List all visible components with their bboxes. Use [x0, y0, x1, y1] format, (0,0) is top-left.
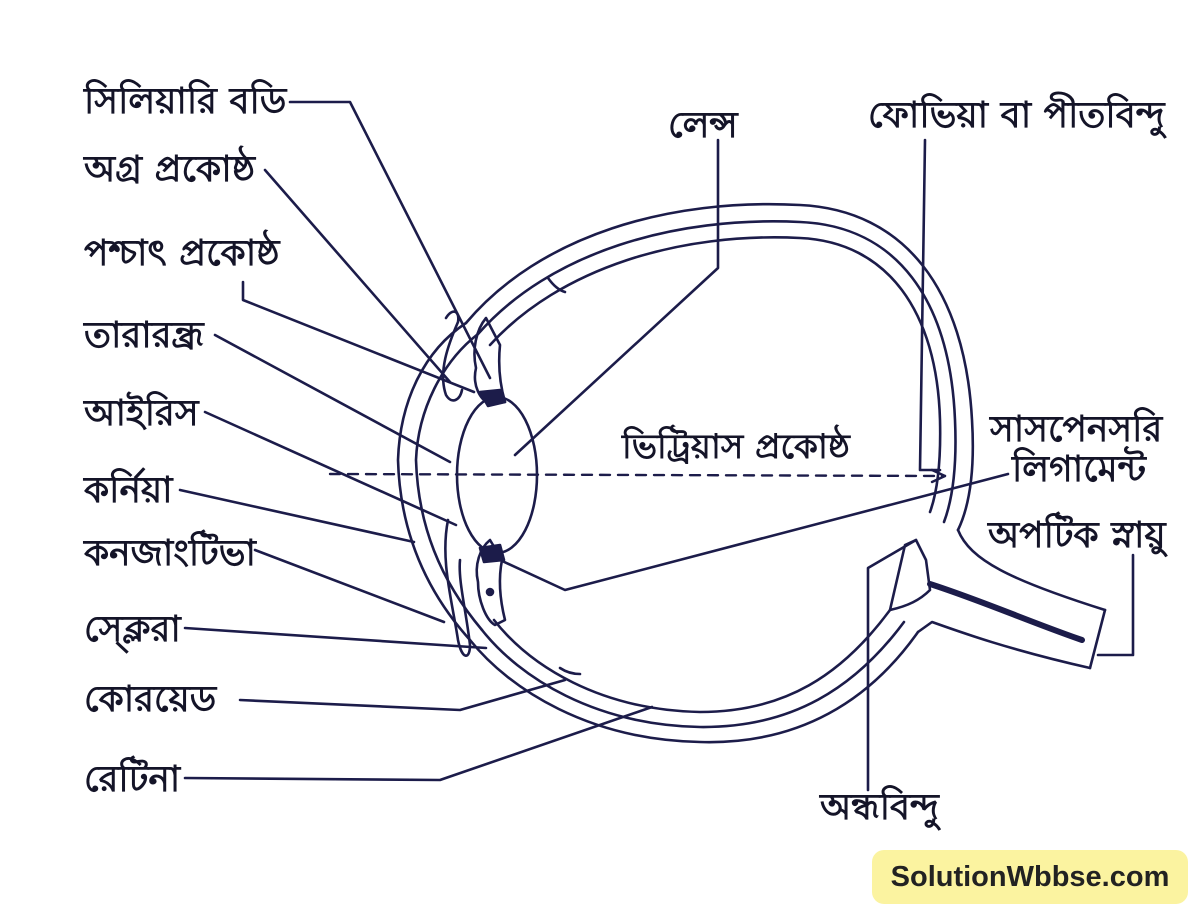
leader-anterior-chamber	[263, 168, 452, 384]
label-lens: লেন্স	[668, 105, 738, 146]
leader-pupil	[213, 333, 452, 464]
optic-nerve-lower	[916, 620, 1092, 670]
label-anterior-chamber: অগ্র প্রকোষ্ঠ	[84, 149, 256, 190]
leader-ciliary-body	[288, 100, 492, 380]
leader-conjunctiva	[253, 548, 446, 624]
optic-nerve-sheath	[888, 538, 932, 612]
label-vitreous-chamber: ভিট্রিয়াস প্রকোষ্ঠ	[622, 427, 850, 467]
sclera-layer	[464, 202, 975, 744]
leader-choroid	[238, 678, 567, 712]
label-blind-spot: অন্ধবিন্দু	[820, 787, 939, 828]
leader-blind-spot	[866, 538, 918, 792]
label-ciliary-body: সিলিয়ারি বডি	[84, 81, 287, 122]
label-pupil: তারারন্ধ্র	[84, 315, 204, 356]
visual-axis	[328, 472, 947, 478]
choroid-end-bottom	[558, 666, 582, 676]
iris-lower	[475, 538, 507, 627]
iris-upper	[473, 316, 507, 406]
label-choroid: কোরয়েড	[84, 679, 217, 720]
ciliary-dot	[485, 587, 495, 597]
label-cornea: কর্নিয়া	[84, 470, 173, 511]
label-optic-nerve: অপটিক স্নায়ু	[988, 515, 1166, 556]
leader-sclera	[183, 626, 488, 650]
leader-fovea	[918, 138, 942, 472]
conjunctiva-bottom	[444, 518, 472, 657]
leader-cornea	[178, 488, 416, 544]
label-iris: আইরিস	[84, 393, 199, 434]
leader-optic-nerve	[1096, 553, 1135, 657]
optic-nerve-upper	[956, 528, 1107, 612]
watermark-badge: SolutionWbbse.com	[872, 850, 1188, 904]
choroid-end-top	[546, 276, 567, 294]
label-sclera: স্ক্লেরা	[84, 609, 181, 650]
label-conjunctiva: কনজাংটিভা	[84, 533, 256, 574]
visual-axis-arrowhead	[930, 468, 947, 484]
label-fovea: ফোভিয়া বা পীতবিন্দু	[868, 95, 1165, 136]
cornea-outer	[396, 321, 472, 642]
label-retina: রেটিনা	[84, 759, 181, 800]
retina-layer	[488, 236, 942, 714]
label-posterior-chamber: পশ্চাৎ প্রকোষ্ঠ	[84, 233, 280, 274]
leader-retina	[183, 705, 654, 782]
label-suspensory-ligament-line2: লিগামেন্ট	[1012, 449, 1146, 490]
leader-iris	[203, 410, 458, 527]
label-suspensory-ligament-line1: সাসপেনসরি	[990, 409, 1163, 450]
leader-posterior-chamber	[241, 280, 476, 394]
leader-suspensory-ligament	[498, 472, 1010, 592]
leader-lens	[513, 138, 720, 457]
choroid-layer	[476, 220, 957, 729]
optic-nerve-end	[1088, 608, 1107, 670]
cornea-inner	[414, 332, 484, 632]
optic-nerve-core	[927, 581, 1085, 643]
